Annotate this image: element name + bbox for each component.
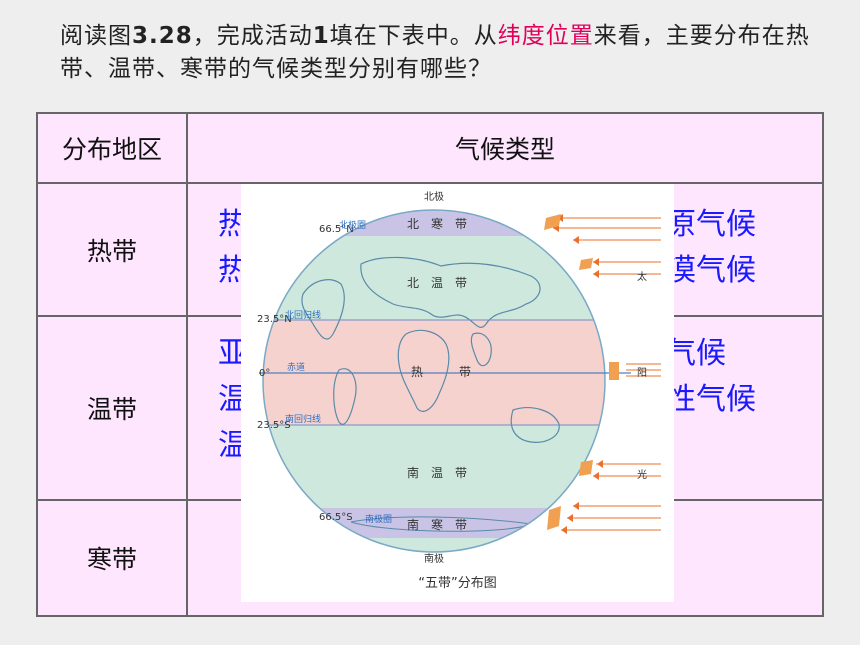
sun-rays — [553, 217, 661, 531]
equator-label: 赤道 — [287, 361, 305, 373]
answer-line: 原气候 — [666, 207, 756, 242]
south-temperate-zone-label: 南 温 带 — [407, 465, 467, 480]
answer-line: 漠气候 — [666, 253, 756, 288]
five-zones-map: 北极 南极 66.5°N 23.5°N 0° 23.5°S 66.5°S 北极圈… — [241, 184, 674, 602]
region-cell: 热带 — [36, 182, 188, 317]
lat-66n-label: 66.5°N — [319, 224, 354, 235]
header-climate: 气候类型 — [186, 112, 824, 184]
torrid-zone-label: 热 带 — [411, 365, 471, 379]
south-frigid-zone-label: 南 寒 带 — [407, 517, 467, 532]
highlight-latitude: 纬度位置 — [497, 23, 594, 49]
arctic-circle-label: 北极圈 — [339, 219, 366, 231]
lat-23n-label: 23.5°N — [257, 314, 292, 325]
answer-line: 性气候 — [666, 382, 756, 417]
north-frigid-zone-label: 北 寒 带 — [407, 216, 467, 231]
answer-line: 气候 — [666, 336, 726, 371]
region-cell: 寒带 — [36, 499, 188, 617]
sun-label-1: 太 — [637, 270, 647, 283]
sun-label-3: 光 — [637, 468, 647, 481]
north-pole-label: 北极 — [424, 190, 444, 203]
lat-66s-label: 66.5°S — [319, 512, 353, 523]
sun-incidence-marks — [544, 214, 619, 530]
header-region: 分布地区 — [36, 112, 188, 184]
question-text: 阅读图3.28，完成活动1填在下表中。从纬度位置来看，主要分布在热带、温带、寒带… — [60, 23, 810, 82]
south-pole-label: 南极 — [424, 552, 444, 565]
north-temperate-zone-label: 北 温 带 — [407, 276, 467, 290]
region-cell: 温带 — [36, 315, 188, 501]
antarctic-circle-label: 南极圈 — [365, 513, 392, 525]
table-header-row: 分布地区 气候类型 — [36, 112, 824, 184]
map-caption: “五带”分布图 — [418, 576, 497, 591]
lat-23s-label: 23.5°S — [257, 420, 291, 431]
sun-label-2: 阳 — [637, 367, 647, 379]
globe-figure: 北极 南极 66.5°N 23.5°N 0° 23.5°S 66.5°S 北极圈… — [257, 190, 661, 565]
lat-0-label: 0° — [259, 368, 270, 379]
tropic-cancer-label: 北回归线 — [285, 309, 321, 321]
tropic-capricorn-label: 南回归线 — [285, 413, 321, 425]
